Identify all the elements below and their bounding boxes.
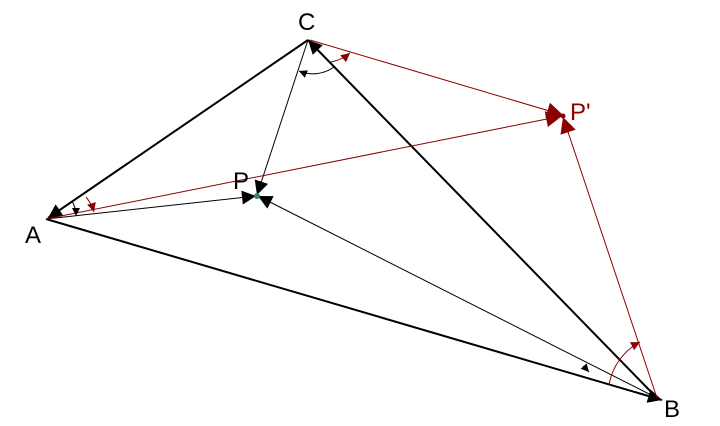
side-b-c bbox=[307, 39, 658, 399]
angle-arc-a-red bbox=[85, 196, 96, 213]
label-point-p: P bbox=[233, 168, 249, 195]
point-p-prime-marker bbox=[560, 113, 566, 119]
segment-c-p bbox=[254, 39, 309, 196]
angle-arc-b-red bbox=[608, 341, 641, 386]
point-p-marker bbox=[254, 193, 260, 199]
label-vertex-b: B bbox=[664, 396, 680, 423]
label-point-p-prime: P' bbox=[570, 99, 591, 126]
angle-arc-c-black bbox=[298, 66, 335, 78]
side-c-a bbox=[47, 39, 309, 219]
segment-c-p-prime bbox=[309, 39, 564, 119]
segment-a-p bbox=[45, 190, 257, 220]
label-vertex-a: A bbox=[25, 222, 41, 249]
angle-arc-c-red bbox=[330, 52, 351, 63]
angle-arc-b-black bbox=[580, 363, 590, 373]
segment-b-p-prime bbox=[560, 116, 658, 399]
segment-b-p bbox=[257, 195, 658, 399]
angle-arc-a-black bbox=[71, 200, 81, 217]
segment-a-p-prime bbox=[45, 111, 563, 220]
label-vertex-c: C bbox=[298, 9, 315, 36]
side-a-b bbox=[45, 218, 663, 403]
